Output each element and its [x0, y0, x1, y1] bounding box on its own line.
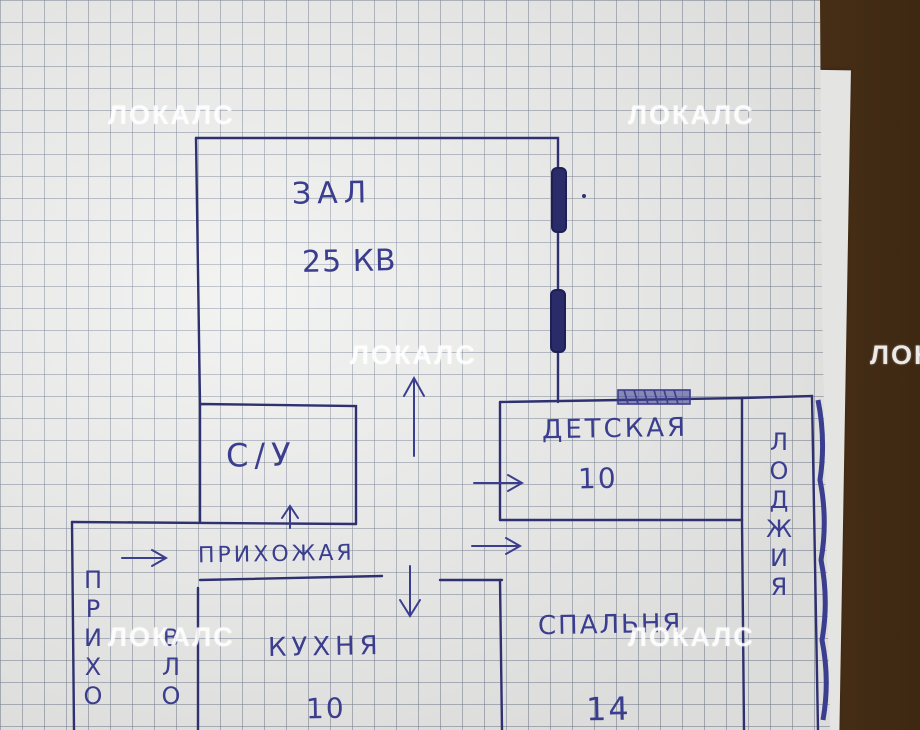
kitchen-right-wall — [498, 578, 504, 730]
children-room-name: ДЕТСКАЯ — [541, 412, 689, 446]
kitchen-area: 10 — [305, 691, 346, 726]
watermark-center: ЛОКАЛС — [350, 340, 477, 370]
window-mark-2 — [550, 289, 566, 353]
watermark-right-edge: ЛОКАЛС — [870, 340, 920, 370]
hall-wall — [194, 136, 560, 170]
entrance-name: ПРИХОЖАЯ — [197, 540, 355, 569]
bedroom-right-wall — [740, 518, 746, 730]
arrow-down-to-kitchen — [399, 565, 421, 618]
loggia-walls — [740, 394, 820, 730]
loggia-label: Л О Д Ж И Я — [766, 428, 792, 601]
left-column-label-1: П Р И Х О — [83, 566, 103, 710]
arrow-to-children-room — [473, 474, 525, 492]
ink-dot — [582, 194, 586, 198]
arrow-up-to-hall — [403, 375, 425, 457]
entrance-top-wall — [70, 520, 358, 526]
arrow-to-bedroom — [471, 537, 523, 555]
bedroom-area: 14 — [585, 689, 632, 729]
graph-paper — [0, 0, 830, 730]
watermark-bottom-right: ЛОКАЛС — [628, 622, 755, 652]
bathroom-name: С/У — [225, 435, 297, 475]
arrow-into-entrance — [121, 549, 169, 567]
hall-name: ЗАЛ — [291, 175, 373, 212]
hall-wall-left — [194, 136, 202, 406]
watermark-bottom-left: ЛОКАЛС — [108, 622, 235, 652]
entrance-bottom-wall — [198, 574, 504, 582]
window-mark-1 — [551, 167, 567, 233]
children-room-area: 10 — [577, 461, 618, 496]
arrow-up-to-bathroom — [281, 504, 299, 529]
kitchen-name: КУХНЯ — [267, 631, 383, 663]
bathroom-walls — [198, 402, 358, 526]
watermark-top-right: ЛОКАЛС — [628, 100, 755, 130]
entrance-left-wall — [70, 520, 76, 730]
watermark-top-left: ЛОКАЛС — [108, 100, 235, 130]
loggia-window-scribble — [815, 399, 829, 721]
left-column-label-2: В Л О — [161, 624, 181, 710]
hall-area: 25 КВ — [301, 243, 397, 280]
